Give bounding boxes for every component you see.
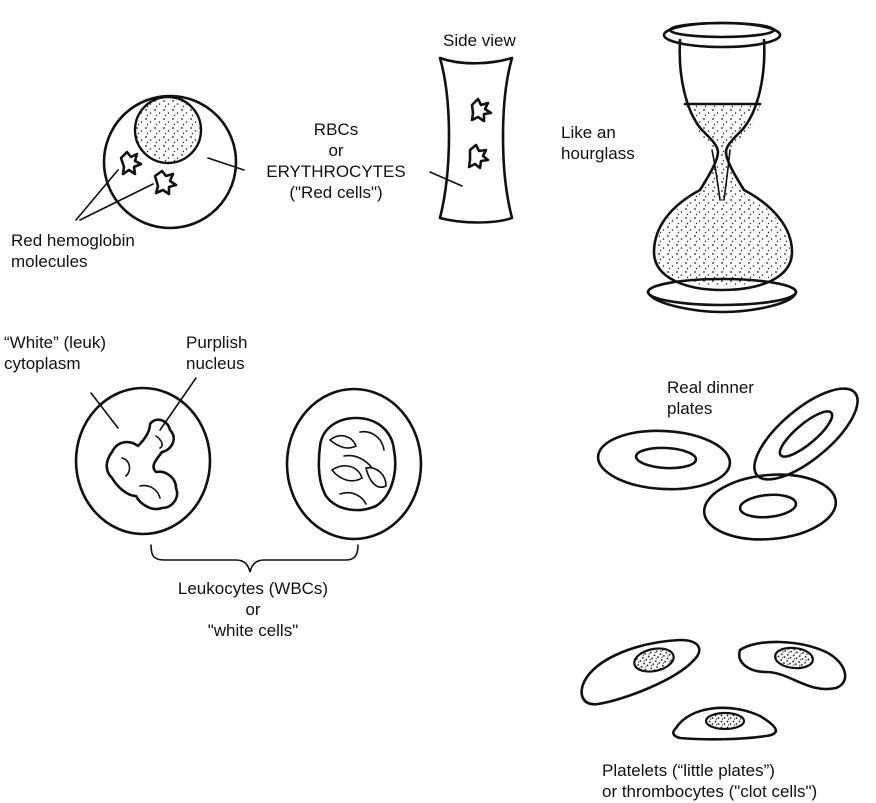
rbc-center-pallor (135, 97, 201, 163)
hourglass-line2: hourglass (561, 143, 635, 164)
rbc-name-label: RBCs or ERYTHROCYTES ("Red cells") (244, 119, 428, 203)
hemoglobin-molecule (472, 99, 491, 121)
nucleus-label: Purplish nucleus (186, 332, 247, 374)
dinner-plates-line2: plates (667, 398, 754, 419)
wbc-left (76, 378, 210, 534)
platelets-name-label: Platelets (“little plates”) or thrombocy… (602, 760, 817, 802)
rbc-name-line2: or (244, 140, 428, 161)
leukocyte-line3: "white cells" (150, 620, 356, 641)
rbc-side-view (430, 58, 512, 223)
platelet-granules (774, 646, 814, 670)
cytoplasm-line1: “White” (leuk) (4, 332, 106, 353)
platelet-granules (632, 645, 676, 675)
hemoglobin-molecule (155, 171, 176, 194)
leukocyte-line2: or (150, 599, 356, 620)
nucleus-line1: Purplish (186, 332, 247, 353)
platelet-granules (706, 713, 744, 729)
rbc-top-view (76, 96, 244, 228)
wbc-right (287, 389, 421, 539)
leukocyte-name-label: Leukocytes (WBCs) or "white cells" (150, 578, 356, 641)
leukocyte-brace (151, 545, 358, 572)
cytoplasm-label: “White” (leuk) cytoplasm (4, 332, 106, 374)
wbc-nucleus (107, 420, 177, 509)
leukocyte-line1: Leukocytes (WBCs) (150, 578, 356, 599)
cytoplasm-line2: cytoplasm (4, 353, 106, 374)
dinner-plates-line1: Real dinner (667, 377, 754, 398)
platelets-line1: Platelets (“little plates”) (602, 760, 817, 781)
platelets-line2: or thrombocytes ("clot cells") (602, 781, 817, 802)
hourglass (648, 23, 796, 312)
nucleus-line2: nucleus (186, 353, 247, 374)
rbc-name-line1: RBCs (244, 119, 428, 140)
hourglass-label: Like an hourglass (561, 122, 635, 164)
dinner-plates-label: Real dinner plates (667, 377, 754, 419)
nucleus-pointer (160, 378, 196, 430)
hemoglobin-molecule (469, 145, 488, 168)
rbc-name-line4: ("Red cells") (244, 182, 428, 203)
platelet (582, 640, 700, 704)
hemoglobin-line2: molecules (11, 251, 135, 272)
hemoglobin-label: Red hemoglobin molecules (11, 230, 135, 272)
hemoglobin-line1: Red hemoglobin (11, 230, 135, 251)
wbc-nucleus-lobed (319, 418, 395, 510)
hemoglobin-molecule (121, 152, 141, 174)
rbc-name-pointer-left (208, 158, 244, 170)
hourglass-line1: Like an (561, 122, 635, 143)
side-view-label: Side view (443, 30, 516, 51)
rbc-name-line3: ERYTHROCYTES (244, 161, 428, 182)
platelets (582, 640, 845, 739)
